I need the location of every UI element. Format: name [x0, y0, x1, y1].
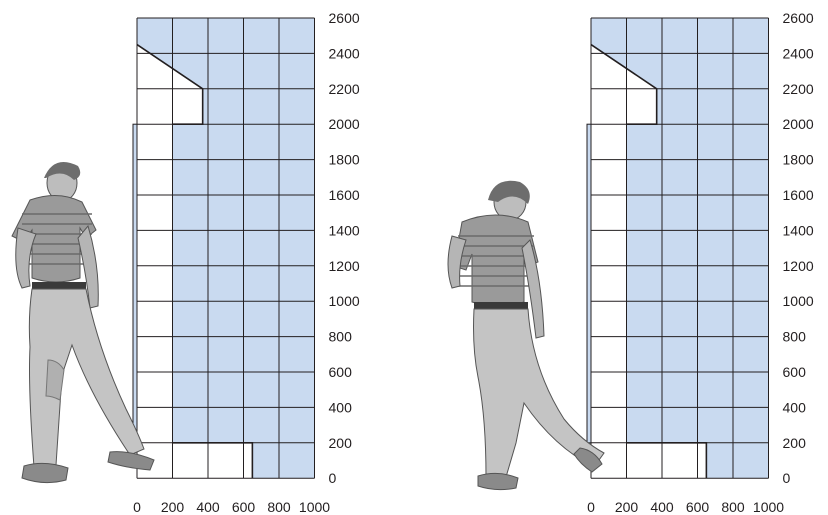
- grid-lines: [590, 17, 769, 479]
- x-tick-label: 600: [686, 499, 710, 515]
- y-tick-label: 1200: [329, 258, 360, 274]
- x-tick-label: 400: [196, 499, 220, 515]
- shaded-space-region: [137, 18, 315, 479]
- shaded-space-region: [591, 18, 769, 479]
- y-tick-label: 2600: [329, 10, 360, 26]
- x-tick-label: 1000: [299, 499, 330, 515]
- right-panel: 0200400600800100012001400160018002000220…: [447, 10, 814, 515]
- y-tick-label: 200: [329, 435, 353, 451]
- person-left-arm: [15, 227, 37, 289]
- person-left-shoe: [477, 472, 519, 491]
- person-hair: [44, 162, 81, 180]
- y-tick-label: 2200: [783, 81, 814, 97]
- y-tick-label: 1000: [783, 293, 814, 309]
- y-tick-label: 2000: [783, 116, 814, 132]
- x-tick-label: 200: [161, 499, 185, 515]
- y-tick-label: 1200: [783, 258, 814, 274]
- x-tick-label: 400: [650, 499, 674, 515]
- y-tick-label: 2400: [783, 45, 814, 61]
- person-right-shoe: [573, 447, 603, 473]
- shaded-strip: [586, 123, 592, 444]
- y-tick-label: 1800: [783, 152, 814, 168]
- y-tick-label: 400: [783, 399, 807, 415]
- y-tick-label: 2600: [783, 10, 814, 26]
- person-left-shoe: [21, 462, 69, 484]
- y-tick-label: 1600: [783, 187, 814, 203]
- pants-pocket: [45, 359, 65, 401]
- person-left-arm: [447, 235, 467, 289]
- x-tick-label: 200: [615, 499, 639, 515]
- y-tick-label: 1000: [329, 293, 360, 309]
- y-tick-label: 1800: [329, 152, 360, 168]
- x-tick-label: 0: [587, 499, 595, 515]
- person-belt: [474, 302, 528, 309]
- boundary-outline: [590, 43, 708, 479]
- y-tick-label: 2400: [329, 45, 360, 61]
- y-tick-label: 0: [329, 470, 337, 486]
- x-tick-label: 800: [721, 499, 745, 515]
- y-tick-label: 400: [329, 399, 353, 415]
- y-tick-label: 0: [783, 470, 791, 486]
- y-tick-label: 1400: [329, 222, 360, 238]
- person-figure-left: [11, 162, 155, 484]
- grid-lines: [136, 17, 315, 479]
- person-shirt: [453, 214, 539, 307]
- x-tick-label: 800: [267, 499, 291, 515]
- y-tick-label: 600: [783, 364, 807, 380]
- y-tick-label: 600: [329, 364, 353, 380]
- x-tick-label: 600: [232, 499, 256, 515]
- person-figure-right: [447, 180, 605, 491]
- shaded-strip: [132, 123, 138, 444]
- y-tick-label: 1400: [783, 222, 814, 238]
- person-right-shoe: [107, 451, 155, 471]
- person-hair: [488, 180, 530, 204]
- boundary-outline: [136, 43, 254, 479]
- left-panel: 0200400600800100012001400160018002000220…: [11, 10, 360, 515]
- y-tick-label: 2200: [329, 81, 360, 97]
- person-belt: [32, 282, 86, 289]
- y-tick-label: 2000: [329, 116, 360, 132]
- y-tick-label: 1600: [329, 187, 360, 203]
- y-tick-label: 800: [329, 329, 353, 345]
- person-pants: [473, 308, 605, 478]
- person-pants: [28, 288, 145, 468]
- person-shirt: [11, 195, 97, 283]
- x-tick-label: 0: [133, 499, 141, 515]
- x-tick-label: 1000: [753, 499, 784, 515]
- person-right-arm: [521, 239, 545, 339]
- person-right-arm: [77, 224, 99, 309]
- y-tick-label: 800: [783, 329, 807, 345]
- y-tick-label: 200: [783, 435, 807, 451]
